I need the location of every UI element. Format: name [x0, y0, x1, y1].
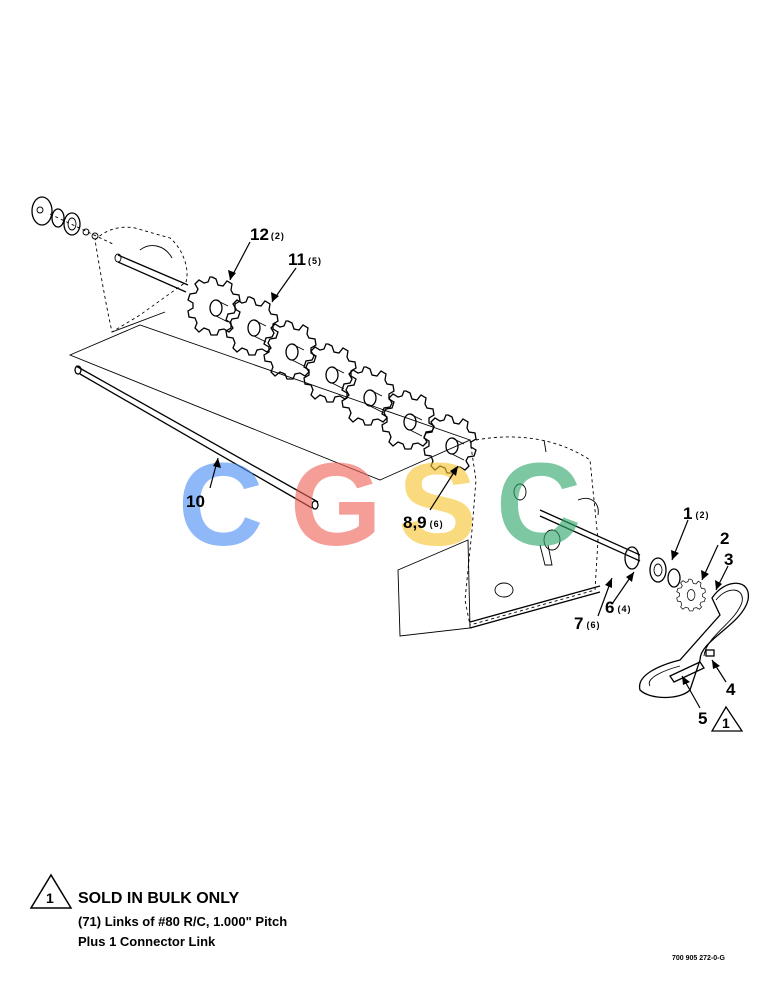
watermark-letter: S — [398, 439, 477, 571]
drive-sprocket — [676, 578, 706, 612]
sprocket — [263, 320, 317, 380]
left-bearing-assembly — [31, 196, 116, 246]
callout-1: 1(2) — [683, 504, 709, 523]
sprocket — [423, 414, 477, 474]
sprocket — [341, 366, 395, 426]
drive-shaft — [74, 365, 319, 510]
leader-lines — [209, 241, 729, 709]
document-number: 700 905 272-0-G — [672, 955, 725, 962]
callout-11: 11(5) — [288, 250, 322, 269]
callout-7: 7(6) — [574, 614, 600, 633]
callout-10: 10 — [186, 492, 205, 511]
note-title: SOLD IN BULK ONLY — [78, 890, 240, 907]
note-reference-number: 1 — [722, 715, 730, 731]
callout-4: 4 — [726, 680, 736, 699]
watermark-letter: G — [290, 439, 382, 571]
note-reference-triangle — [710, 705, 744, 732]
left-frame-panel — [94, 226, 189, 333]
sprocket — [225, 296, 279, 356]
callout-6: 6(4) — [605, 598, 631, 617]
callout-labels: 12(2) 11(5) 10 8,9(6) 1(2) 2 3 6(4) 7(6)… — [186, 225, 744, 732]
sprocket — [303, 343, 357, 403]
callout-8-9: 8,9(6) — [403, 513, 444, 532]
callout-2: 2 — [720, 529, 729, 548]
right-frame-panel — [397, 436, 641, 637]
note-triangle-number: 1 — [46, 890, 54, 906]
callout-12: 12(2) — [250, 225, 285, 244]
sprocket-row — [187, 276, 477, 474]
sprocket — [187, 276, 241, 336]
right-drive-assembly — [624, 546, 749, 699]
callout-5: 5 — [698, 709, 707, 728]
note-triangle-icon: 1 — [29, 873, 73, 909]
sprocket — [381, 390, 435, 450]
note-line-2: Plus 1 Connector Link — [78, 934, 216, 949]
callout-3: 3 — [724, 550, 733, 569]
watermark-letter: C — [178, 439, 263, 571]
note-line-1: (71) Links of #80 R/C, 1.000" Pitch — [78, 914, 288, 929]
watermark: C G S C — [178, 439, 581, 571]
watermark-letter: C — [496, 439, 581, 571]
